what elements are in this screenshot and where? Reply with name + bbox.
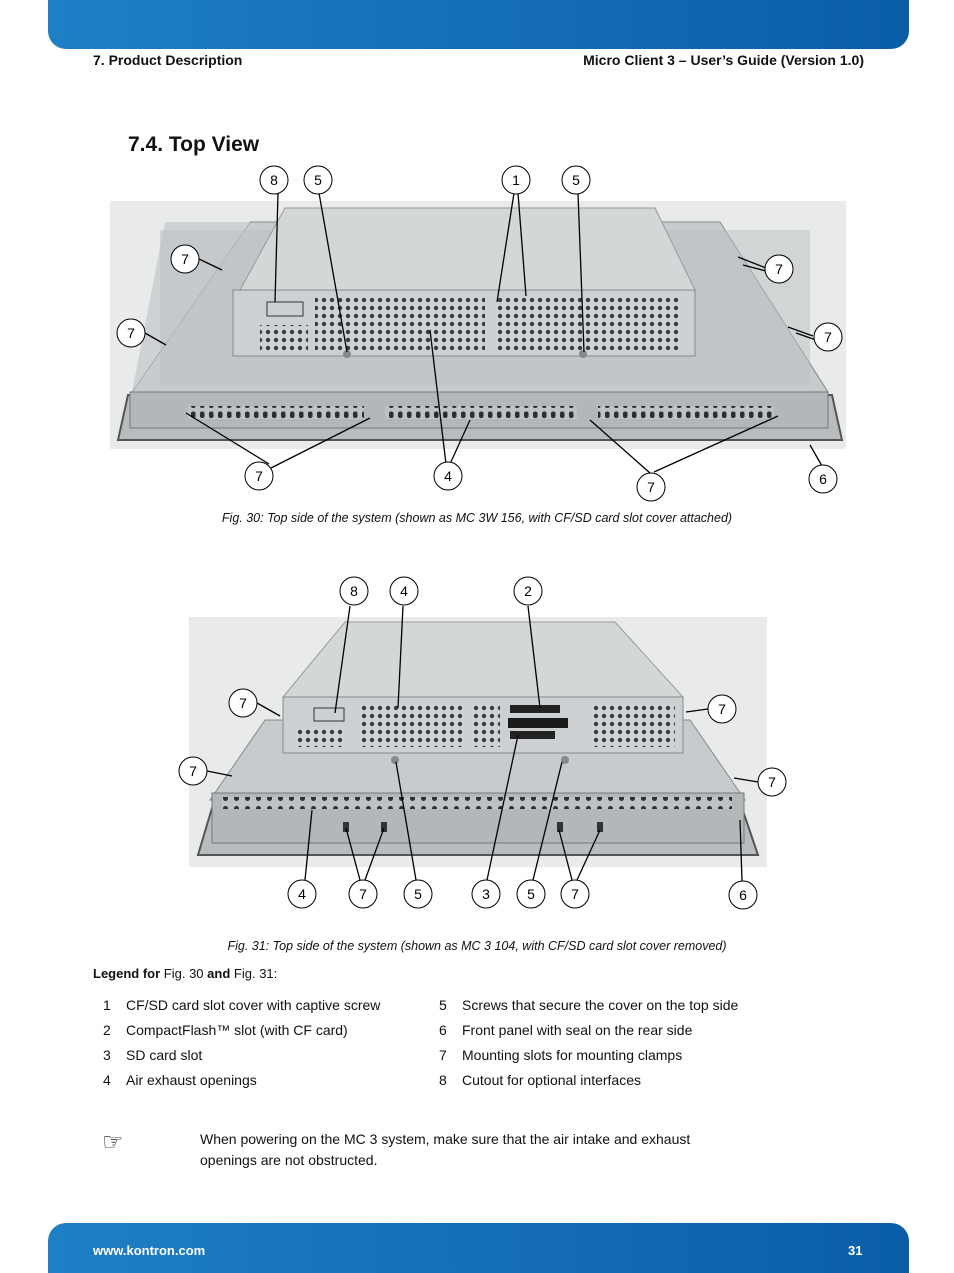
figure-31-photo — [189, 605, 767, 882]
section-title: 7.4. Top View — [128, 133, 260, 156]
callout-bubble — [259, 165, 289, 195]
legend-item-number: 2 — [103, 1022, 111, 1038]
callout-bubble — [389, 576, 419, 606]
callout-label: 7 — [647, 479, 655, 495]
legend-item-text: CF/SD card slot cover with captive screw — [126, 997, 381, 1013]
legend-item-text: CompactFlash™ slot (with CF card) — [126, 1022, 348, 1038]
chapter-title: 7. Product Description — [93, 52, 243, 68]
callout-label: 7 — [768, 774, 776, 790]
note-text: When powering on the MC 3 system, make s… — [200, 1131, 691, 1168]
page-number: 31 — [848, 1243, 863, 1258]
callout-label: 7 — [181, 251, 189, 267]
callout-label: 7 — [359, 886, 367, 902]
callout-label: 5 — [572, 172, 580, 188]
callout-label: 7 — [571, 886, 579, 902]
callout-label: 7 — [718, 701, 726, 717]
callout-label: 5 — [314, 172, 322, 188]
callout-bubble — [808, 464, 838, 494]
callout-bubble — [513, 576, 543, 606]
figure-30-photo — [110, 192, 846, 474]
callout-bubble — [707, 694, 737, 724]
callout-label: 4 — [298, 886, 306, 902]
callout-bubble — [116, 318, 146, 348]
legend-title: Legend for Fig. 30 and Fig. 31: — [93, 966, 277, 981]
callout-bubble — [244, 461, 274, 491]
legend-item-number: 6 — [439, 1022, 447, 1038]
legend-item-number: 8 — [439, 1072, 447, 1088]
callout-label: 8 — [270, 172, 278, 188]
legend-title-bold: Legend for — [93, 966, 161, 981]
callout-bubble — [170, 244, 200, 274]
callout-label: 7 — [775, 261, 783, 277]
callout-bubble — [501, 165, 531, 195]
document-title: Micro Client 3 – User’s Guide (Version 1… — [583, 52, 864, 68]
callout-bubble — [764, 254, 794, 284]
callout-bubble — [516, 879, 546, 909]
callout-label: 6 — [739, 887, 747, 903]
footer-url[interactable]: www.kontron.com — [93, 1243, 206, 1258]
callout-bubble — [178, 756, 208, 786]
header-band — [48, 0, 909, 49]
callout-label: 7 — [255, 468, 263, 484]
legend-fig1-ref[interactable]: Fig. 30 — [163, 966, 204, 981]
callout-bubble — [287, 879, 317, 909]
legend-item-number: 5 — [439, 997, 447, 1013]
legend-item-number: 7 — [439, 1047, 447, 1063]
callout-bubble — [471, 879, 501, 909]
callout-bubble — [348, 879, 378, 909]
callout-bubble — [339, 576, 369, 606]
callout-bubble — [561, 165, 591, 195]
callout-bubble — [303, 165, 333, 195]
callout-label: 3 — [482, 886, 490, 902]
figure-30-caption: Fig. 30: Top side of the system (shown a… — [221, 511, 733, 525]
legend-item-number: 4 — [103, 1072, 111, 1088]
pointing-hand-icon: ☞ — [102, 1128, 124, 1156]
callout-label: 5 — [414, 886, 422, 902]
legend-item-number: 1 — [103, 997, 111, 1013]
legend-item-number: 3 — [103, 1047, 111, 1063]
callout-bubble — [560, 879, 590, 909]
callout-label: 4 — [400, 583, 408, 599]
callout-label: 7 — [127, 325, 135, 341]
figure-31-callouts: 8 4 2 7 7 7 7 4 7 5 3 5 7 6 — [178, 576, 787, 910]
figure-30-callouts: 8 5 1 5 7 7 7 7 7 4 7 6 — [116, 165, 843, 502]
callout-label: 2 — [524, 583, 532, 599]
callout-bubble — [636, 472, 666, 502]
legend-item-text: Front panel with seal on the rear side — [462, 1022, 693, 1038]
legend-and: and — [207, 966, 231, 981]
callout-label: 7 — [824, 329, 832, 345]
callout-bubble — [728, 880, 758, 910]
callout-bubble — [228, 688, 258, 718]
callout-label: 7 — [189, 763, 197, 779]
callout-label: 1 — [512, 172, 520, 188]
legend-item-text: Mounting slots for mounting clamps — [462, 1047, 683, 1063]
footer-band — [48, 1223, 909, 1273]
legend-item-text: Cutout for optional interfaces — [462, 1072, 641, 1088]
callout-bubble — [403, 879, 433, 909]
legend-fig2-ref[interactable]: Fig. 31: — [233, 966, 278, 981]
legend-item-text: Air exhaust openings — [126, 1072, 257, 1088]
callout-bubble — [433, 461, 463, 491]
legend-item-text: Screws that secure the cover on the top … — [462, 997, 739, 1013]
callout-label: 6 — [819, 471, 827, 487]
callout-label: 7 — [239, 695, 247, 711]
legend-item-text: SD card slot — [126, 1047, 203, 1063]
callout-bubble — [757, 767, 787, 797]
callout-bubble — [813, 322, 843, 352]
callout-label: 5 — [527, 886, 535, 902]
callout-label: 8 — [350, 583, 358, 599]
callout-label: 4 — [444, 468, 452, 484]
figure-31-caption: Fig. 31: Top side of the system (shown a… — [227, 939, 727, 953]
